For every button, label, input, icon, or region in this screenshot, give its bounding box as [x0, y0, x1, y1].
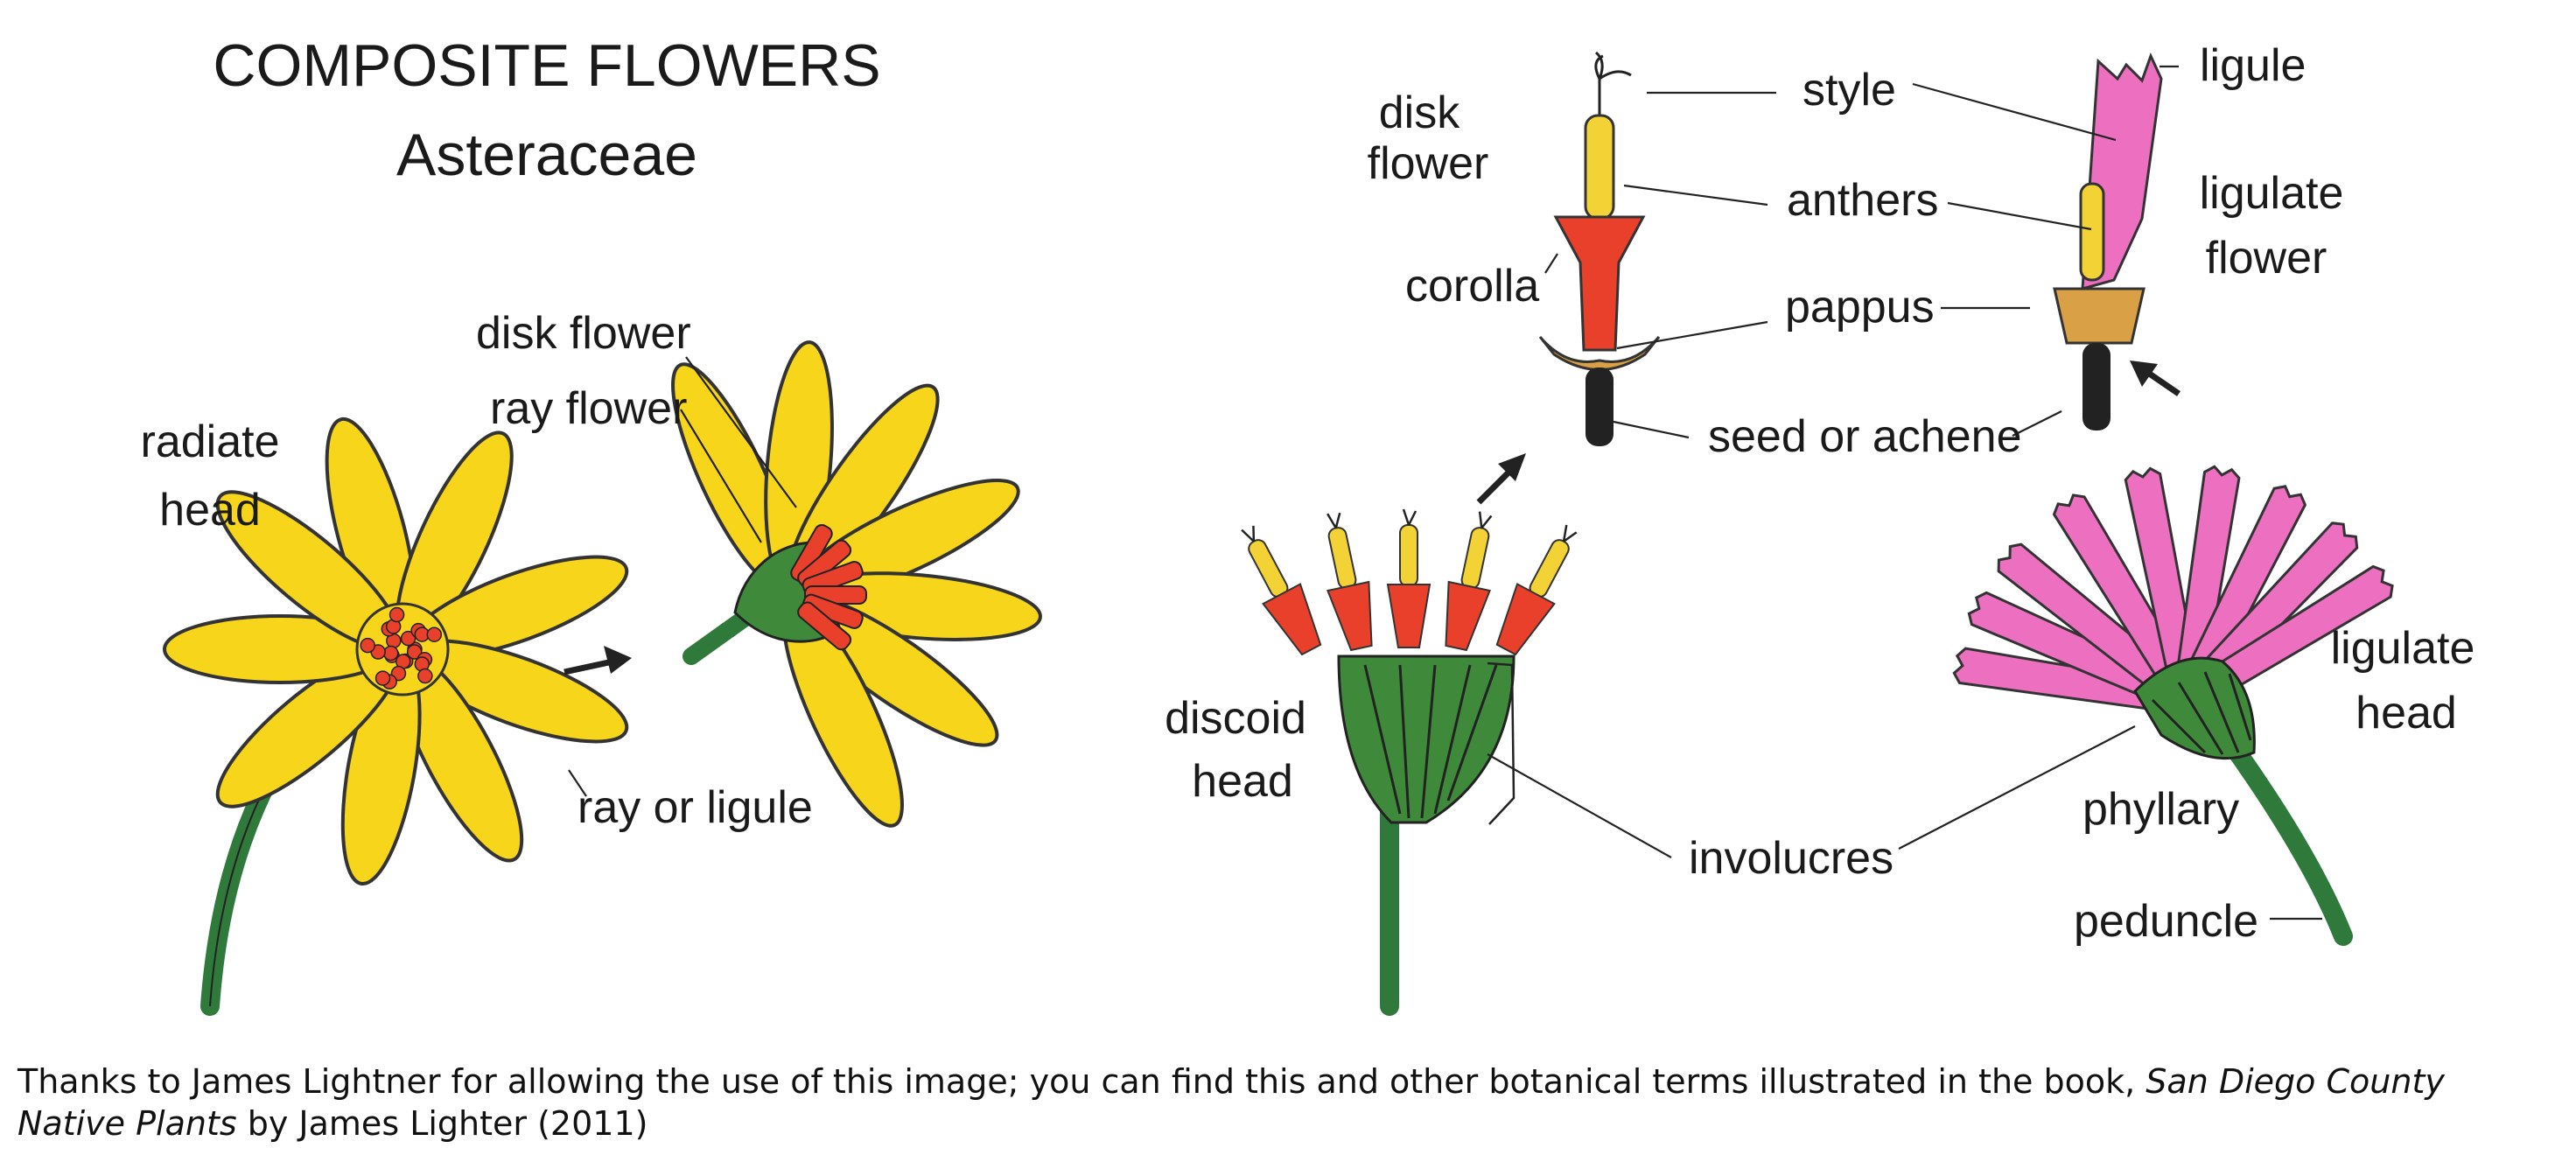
- credit-text-before: Thanks to James Lightner for allowing th…: [18, 1062, 2146, 1101]
- discoid-floret: [1326, 512, 1373, 652]
- label-ray-flower: ray flower: [490, 383, 687, 434]
- label-ligulate-flower-1: ligulate: [2200, 168, 2344, 219]
- arrow-icon: [564, 646, 632, 676]
- disk-floret: [426, 626, 443, 642]
- radiate-disk-florets: [360, 606, 443, 690]
- discoid-involucre: [1337, 654, 1516, 824]
- credit-book-title: San Diego County Native Plants: [18, 1062, 2445, 1143]
- disk-floret: [360, 637, 375, 654]
- disk-floret: [400, 630, 416, 647]
- discoid-floret: [1241, 525, 1322, 656]
- label-pappus: pappus: [1785, 282, 1935, 332]
- disk-flower-anthers: [1584, 114, 1615, 220]
- ligulate-flower-single: [2053, 52, 2163, 430]
- title-line-1: COMPOSITE FLOWERS: [213, 32, 880, 99]
- ligulate-head-flower: [1952, 465, 2394, 946]
- arrow-icon: [2130, 360, 2180, 396]
- side-view-florets: [790, 523, 867, 651]
- discoid-floret: [1495, 524, 1578, 656]
- discoid-florets: [1241, 508, 1578, 656]
- discoid-floret: [1445, 511, 1493, 652]
- disk-floret: [388, 606, 405, 623]
- disk-floret: [374, 670, 391, 686]
- ligulate-rays: [1952, 465, 2394, 716]
- disk-flower-corolla: [1553, 215, 1646, 352]
- discoid-floret: [1386, 508, 1432, 648]
- credit-text-after: by James Lighter (2011): [236, 1104, 648, 1143]
- involucre-bracket: [1487, 662, 1516, 825]
- ligulate-flower-anthers: [2079, 182, 2105, 282]
- label-peduncle: peduncle: [2074, 896, 2258, 947]
- label-seed-or-achene: seed or achene: [1708, 411, 2022, 462]
- label-disk-flower: disk flower: [476, 308, 691, 359]
- label-ligulate-flower-2: flower: [2206, 233, 2328, 284]
- disk-floret: [797, 601, 852, 651]
- label-style: style: [1802, 65, 1896, 116]
- label-disk-flower-top-1: disk: [1379, 88, 1460, 138]
- label-phyllary: phyllary: [2082, 784, 2239, 835]
- label-ligulate-head-1: ligulate: [2331, 623, 2475, 674]
- radiate-head-side-view: [671, 340, 1042, 828]
- discoid-head-flower: [1241, 508, 1578, 1016]
- title-line-2: Asteraceae: [396, 122, 697, 188]
- label-ray-or-ligule: ray or ligule: [578, 782, 813, 833]
- disk-flower-seed: [1586, 368, 1614, 446]
- arrow-icon: [1476, 453, 1526, 505]
- label-ligule: ligule: [2200, 40, 2306, 91]
- label-involucres: involucres: [1689, 833, 1894, 884]
- ligulate-flower-pappus: [2053, 287, 2146, 345]
- disk-flower-pappus: [1538, 336, 1661, 371]
- label-discoid-head-1: discoid: [1165, 693, 1306, 744]
- image-credit: Thanks to James Lightner for allowing th…: [18, 1060, 2538, 1144]
- disk-floret: [406, 644, 423, 660]
- leader-lines: [568, 65, 2322, 920]
- label-radiate-head-2: head: [159, 485, 261, 536]
- label-discoid-head-2: head: [1192, 756, 1293, 807]
- disk-floret: [417, 668, 433, 684]
- radiate-head-flower: [163, 416, 629, 1016]
- disk-flower-single: [1538, 51, 1661, 446]
- label-corolla: corolla: [1405, 261, 1539, 312]
- label-anthers: anthers: [1787, 175, 1938, 226]
- label-ligulate-head-2: head: [2356, 688, 2457, 738]
- label-radiate-head-1: radiate: [141, 416, 280, 467]
- ligulate-flower-seed: [2082, 343, 2110, 430]
- label-disk-flower-top-2: flower: [1368, 138, 1489, 189]
- disk-floret: [382, 645, 399, 662]
